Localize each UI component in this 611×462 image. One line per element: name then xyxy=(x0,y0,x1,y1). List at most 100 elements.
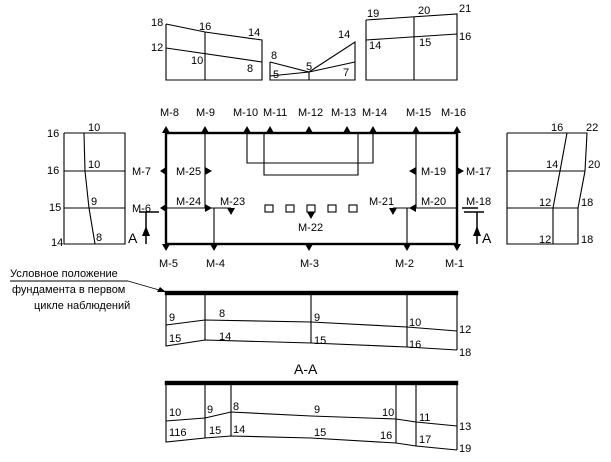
note-line: Условное положение xyxy=(10,268,118,280)
mark-label-m10: M-10 xyxy=(233,107,258,119)
mark-m8-arrow xyxy=(162,126,170,133)
mark-label-m1: M-1 xyxy=(445,258,464,270)
lp-label: 14 xyxy=(51,237,63,249)
mark-m25-arrow xyxy=(205,167,212,175)
section-letter-left: A xyxy=(128,230,138,246)
mark-label-m6: M-6 xyxy=(132,203,151,215)
mark-label-m7: M-7 xyxy=(132,166,151,178)
tpl-label: 8 xyxy=(247,63,253,75)
mark-m24-arrow xyxy=(205,204,212,212)
tpr-label: 19 xyxy=(367,8,379,20)
section-cut-left: A xyxy=(128,211,159,246)
tpm-label: 8 xyxy=(271,50,277,62)
mark-label-m20: M-20 xyxy=(421,196,446,208)
mark-label-m23: M-23 xyxy=(220,196,245,208)
mark-arrows xyxy=(160,126,478,251)
tpm-label: 14 xyxy=(338,29,350,41)
rp-label: 20 xyxy=(588,159,600,171)
mark-label-m19: M-19 xyxy=(421,166,446,178)
s1-lower-label: 15 xyxy=(314,335,326,347)
rp-label: 18 xyxy=(581,197,593,209)
s1-upper-label: 8 xyxy=(219,308,225,320)
s1-upper-label: 9 xyxy=(169,312,175,324)
section-cut-right: A xyxy=(464,211,492,246)
s2-lower-label: 16 xyxy=(380,430,392,442)
mark-label-m3: M-3 xyxy=(300,258,319,270)
s2-upper-label: 8 xyxy=(233,401,239,413)
mark-m6-arrow xyxy=(160,204,166,212)
mark-m19-arrow xyxy=(409,167,416,175)
mark-label-m8: M-8 xyxy=(160,107,179,119)
tpm-label: 5 xyxy=(306,61,312,73)
mark-label-m2: M-2 xyxy=(395,258,414,270)
s2-lower-label: 19 xyxy=(459,443,471,455)
right-side-profile: 16 22 14 20 12 18 12 18 xyxy=(506,122,600,246)
s2-lower-label: 116 xyxy=(169,427,187,439)
lp-label: 16 xyxy=(47,128,59,140)
s2-upper-label: 10 xyxy=(169,407,181,419)
s2-upper-label: 9 xyxy=(314,404,320,416)
tpl-label: 10 xyxy=(191,55,203,67)
mark-m17-arrow xyxy=(457,167,464,175)
note-line: фундамента в первом xyxy=(12,284,125,296)
mark-m15-arrow xyxy=(412,126,420,133)
s2-upper-label: 13 xyxy=(459,421,471,433)
mark-m10-arrow xyxy=(243,126,251,133)
lp-label: 10 xyxy=(88,159,100,171)
mark-label-m21: M-21 xyxy=(369,196,394,208)
rp-label: 14 xyxy=(546,159,558,171)
mark-label-m17: M-17 xyxy=(466,166,491,178)
s1-lower-label: 18 xyxy=(459,347,471,359)
mark-m16-arrow xyxy=(453,126,461,133)
s2-lower-label: 15 xyxy=(209,425,221,437)
left-side-profile: 16 10 16 10 15 9 14 8 xyxy=(47,122,126,249)
section-title: А-А xyxy=(294,361,318,377)
mark-label-m4: M-4 xyxy=(206,258,225,270)
section-letter-right: A xyxy=(482,230,492,246)
tpr-label: 20 xyxy=(418,5,430,17)
tpl-label: 12 xyxy=(151,42,163,54)
s2-upper-label: 10 xyxy=(382,407,394,419)
mark-labels: M-8 M-9 M-10 M-11 M-12 M-13 M-14 M-15 M-… xyxy=(132,107,491,270)
tpm-label: 5 xyxy=(273,69,279,81)
mark-label-m13: M-13 xyxy=(331,107,356,119)
mark-label-m9: M-9 xyxy=(196,107,215,119)
mark-label-m18: M-18 xyxy=(466,196,491,208)
s1-lower-label: 14 xyxy=(219,331,231,343)
mark-m22-arrow xyxy=(307,212,315,219)
mark-label-m22: M-22 xyxy=(298,222,323,234)
mark-m4-arrow xyxy=(210,244,218,251)
tpl-label: 18 xyxy=(151,17,163,29)
mark-m12-arrow xyxy=(305,126,313,133)
mark-m7-arrow xyxy=(160,167,166,175)
s1-lower-label: 16 xyxy=(409,339,421,351)
mark-m14-arrow xyxy=(369,126,377,133)
mark-label-m11: M-11 xyxy=(263,107,287,119)
section-profile-2: 10 9 8 9 10 11 13 116 15 14 15 16 17 19 xyxy=(164,380,471,455)
rp-label: 12 xyxy=(539,234,551,246)
mark-label-m16: M-16 xyxy=(441,107,466,119)
mark-m11-arrow xyxy=(266,126,274,133)
tpr-label: 21 xyxy=(459,3,471,15)
mark-m20-arrow xyxy=(409,204,416,212)
rp-label: 22 xyxy=(586,122,598,134)
lp-label: 16 xyxy=(47,165,59,177)
mark-m2-arrow xyxy=(403,244,411,251)
lp-label: 9 xyxy=(91,196,97,208)
mark-m3-arrow xyxy=(305,244,313,251)
mark-m9-arrow xyxy=(201,126,209,133)
mark-label-m15: M-15 xyxy=(406,107,431,119)
tpr-label: 16 xyxy=(459,31,471,43)
note-line: цикле наблюдений xyxy=(34,300,130,312)
tpr-label: 15 xyxy=(419,37,431,49)
s2-upper-label: 11 xyxy=(419,412,430,424)
tpl-label: 14 xyxy=(248,27,260,39)
tpm-label: 7 xyxy=(343,67,349,79)
mark-m21-arrow xyxy=(389,208,397,215)
mark-label-m5: M-5 xyxy=(159,258,178,270)
lp-label: 15 xyxy=(49,202,61,214)
rp-label: 16 xyxy=(551,122,563,134)
s1-upper-label: 9 xyxy=(314,312,320,324)
tpl-label: 16 xyxy=(199,21,211,33)
